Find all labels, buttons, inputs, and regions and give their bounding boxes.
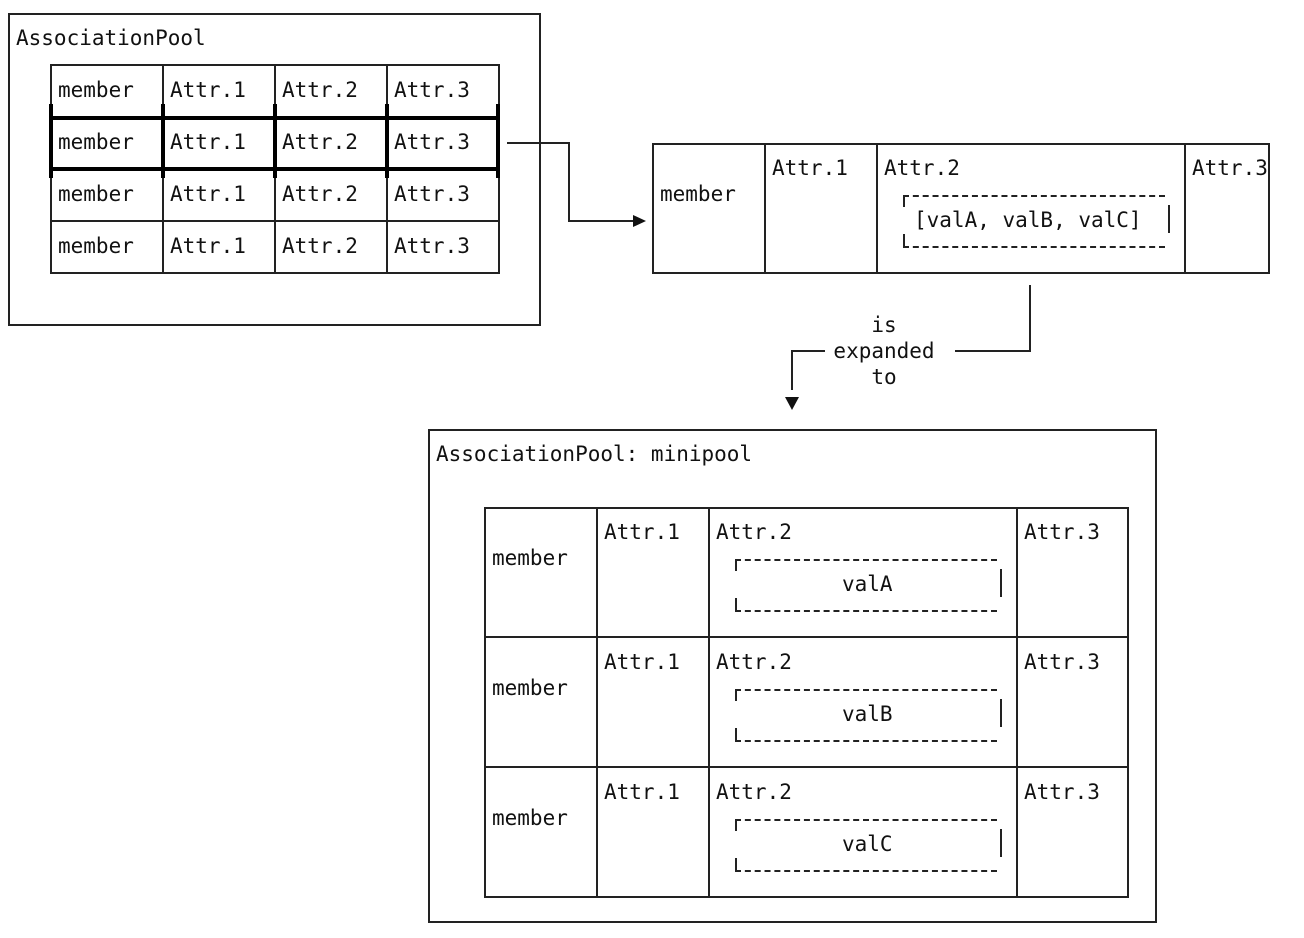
table-cell-attr3: Attr.3: [394, 182, 470, 206]
value-text: valB: [842, 702, 893, 726]
minipool-box: [428, 429, 1157, 923]
table-cell-attr2: Attr.2: [282, 182, 358, 206]
table-cell-member: member: [58, 182, 134, 206]
table-cell-attr3: Attr.3: [394, 130, 470, 154]
table-cell-attr1: Attr.1: [170, 130, 246, 154]
connector-line: [507, 142, 638, 222]
minipool-cell-member: member: [492, 546, 568, 570]
table-cell-attr3: Attr.3: [394, 234, 470, 258]
arrowhead-right-icon: [633, 215, 646, 227]
minipool-cell-attr3: Attr.3: [1024, 520, 1100, 544]
table-cell-member: member: [58, 78, 134, 102]
minipool-cell-attr3: Attr.3: [1024, 650, 1100, 674]
table-cell-attr2: Attr.2: [282, 78, 358, 102]
minipool-cell-member: member: [492, 806, 568, 830]
minipool-cell-attr1: Attr.1: [604, 650, 680, 674]
arrow-label-is: is: [871, 313, 897, 337]
table-cell-attr1: Attr.1: [170, 234, 246, 258]
arrowhead-down-icon: [785, 397, 799, 410]
minipool-cell-attr2: Attr.2: [716, 650, 792, 674]
pool-title: AssociationPool: [16, 26, 206, 50]
minipool-cell-attr3: Attr.3: [1024, 780, 1100, 804]
connector-line: [955, 285, 1031, 352]
value-text: valA: [842, 572, 893, 596]
minipool-title: AssociationPool: minipool: [436, 442, 753, 466]
value-list-text: [valA, valB, valC]: [914, 208, 1142, 232]
connector-line: [791, 350, 825, 390]
minipool-cell-attr2: Attr.2: [716, 780, 792, 804]
table-cell-attr1: Attr.1: [170, 182, 246, 206]
arrow-label-expanded: expanded: [833, 339, 935, 363]
expanded-cell-member: member: [660, 182, 736, 206]
table-cell-member: member: [58, 130, 134, 154]
table-cell-attr3: Attr.3: [394, 78, 470, 102]
arrow-label-to: to: [871, 365, 897, 389]
minipool-cell-attr1: Attr.1: [604, 780, 680, 804]
table-cell-attr2: Attr.2: [282, 234, 358, 258]
expanded-cell-attr3: Attr.3: [1192, 156, 1268, 180]
minipool-cell-attr1: Attr.1: [604, 520, 680, 544]
table-cell-attr1: Attr.1: [170, 78, 246, 102]
table-cell-attr2: Attr.2: [282, 130, 358, 154]
association-pool-box: [8, 13, 541, 326]
expanded-cell-attr2: Attr.2: [884, 156, 960, 180]
minipool-cell-member: member: [492, 676, 568, 700]
expanded-cell-attr1: Attr.1: [772, 156, 848, 180]
value-text: valC: [842, 832, 893, 856]
minipool-cell-attr2: Attr.2: [716, 520, 792, 544]
table-cell-member: member: [58, 234, 134, 258]
